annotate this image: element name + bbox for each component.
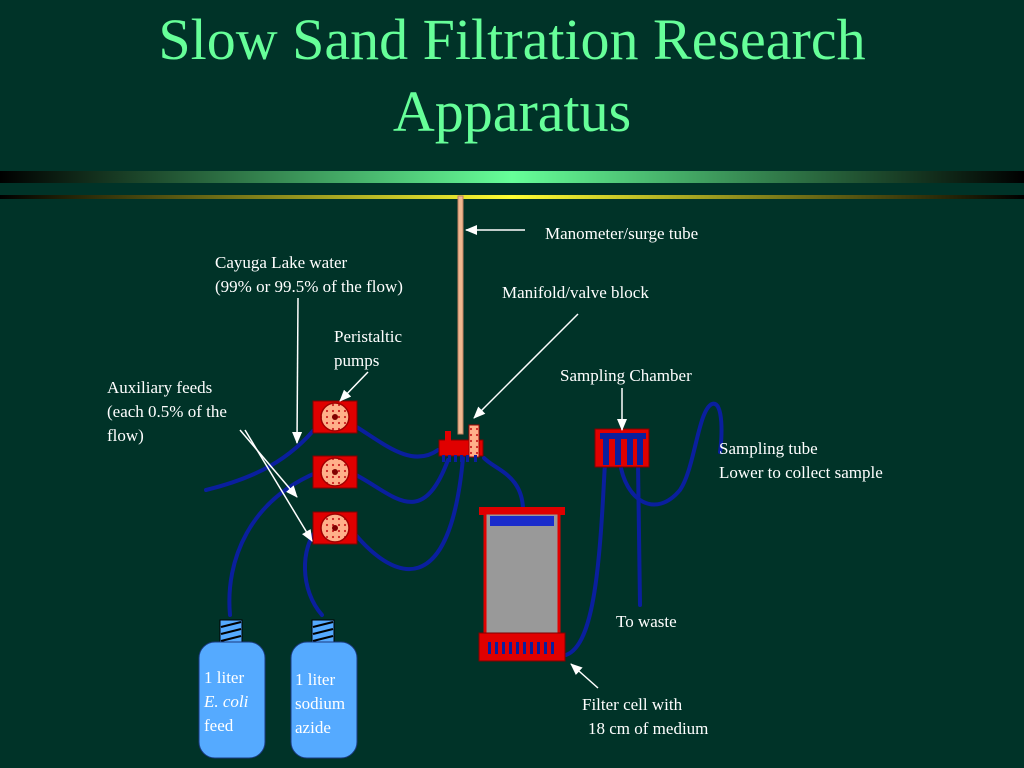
sampling-tube-label-line2: Lower to collect sample: [719, 463, 883, 482]
azide-bottle-label: 1 liter sodium azide: [295, 668, 345, 740]
aux-feed-arrow-2: [244, 429, 313, 542]
peristaltic-pump-3: [312, 511, 358, 545]
divider-gradient-bar: [0, 171, 1024, 183]
filter-cell-label-line1: Filter cell with: [582, 695, 683, 714]
manometer-tube: [457, 195, 464, 435]
annotation-arrows: [239, 225, 627, 689]
sampling-tube-label: Sampling tube Lower to collect sample: [719, 437, 883, 485]
manometer-label: Manometer/surge tube: [545, 224, 699, 243]
pumps-label: Peristaltic pumps: [334, 325, 402, 373]
aux-feeds-label-line1: Auxiliary feeds: [107, 378, 213, 397]
lake-water-label: Cayuga Lake water (99% or 99.5% of the f…: [215, 251, 403, 299]
manifold-valve-block: [438, 424, 484, 462]
page-title: Slow Sand Filtration Research Apparatus: [0, 4, 1024, 148]
title-line-1: Slow Sand Filtration Research: [158, 7, 866, 72]
pumps-label-line2: pumps: [334, 351, 380, 370]
filter-cell: [478, 507, 566, 662]
to-waste-label: To waste: [616, 612, 677, 631]
filter-arrow: [570, 663, 599, 689]
aux-feeds-label-line2: (each 0.5% of the: [107, 402, 227, 421]
azide-bottle-line1: 1 liter: [295, 670, 336, 689]
sampling-chamber: [594, 428, 650, 468]
divider-yellow-bar: [0, 195, 1024, 199]
sampling-chamber-label: Sampling Chamber: [560, 366, 692, 385]
lake-water-label-line1: Cayuga Lake water: [215, 253, 348, 272]
ecoli-bottle: [198, 619, 266, 759]
pumps-label-line1: Peristaltic: [334, 327, 402, 346]
aux-feeds-label-line3: flow): [107, 426, 144, 445]
manifold-label: Manifold/valve block: [502, 283, 649, 302]
sampling-tube-label-line1: Sampling tube: [719, 439, 818, 458]
ecoli-bottle-label: 1 liter E. coli feed: [204, 666, 248, 738]
aux-feeds-label: Auxiliary feeds (each 0.5% of the flow): [107, 376, 227, 448]
lake-water-arrow: [292, 297, 303, 444]
azide-bottle-line2: sodium: [295, 694, 346, 713]
filter-cell-label: Filter cell with 18 cm of medium: [582, 693, 708, 741]
ecoli-bottle-line3: feed: [204, 716, 234, 735]
ecoli-bottle-line2: E. coli: [204, 692, 249, 711]
peristaltic-pump-2: [312, 455, 358, 489]
ecoli-bottle-line1: 1 liter: [204, 668, 245, 687]
pumps-arrow: [339, 371, 369, 402]
azide-bottle-line3: azide: [295, 718, 331, 737]
peristaltic-pump-1: [312, 400, 358, 434]
sodium-azide-bottle: [290, 619, 358, 759]
lake-water-label-line2: (99% or 99.5% of the flow): [215, 277, 403, 296]
manifold-arrow: [473, 313, 579, 419]
title-line-2: Apparatus: [392, 79, 632, 144]
filter-cell-label-line2: 18 cm of medium: [588, 719, 709, 738]
aux-feed-arrow-1: [239, 429, 298, 498]
